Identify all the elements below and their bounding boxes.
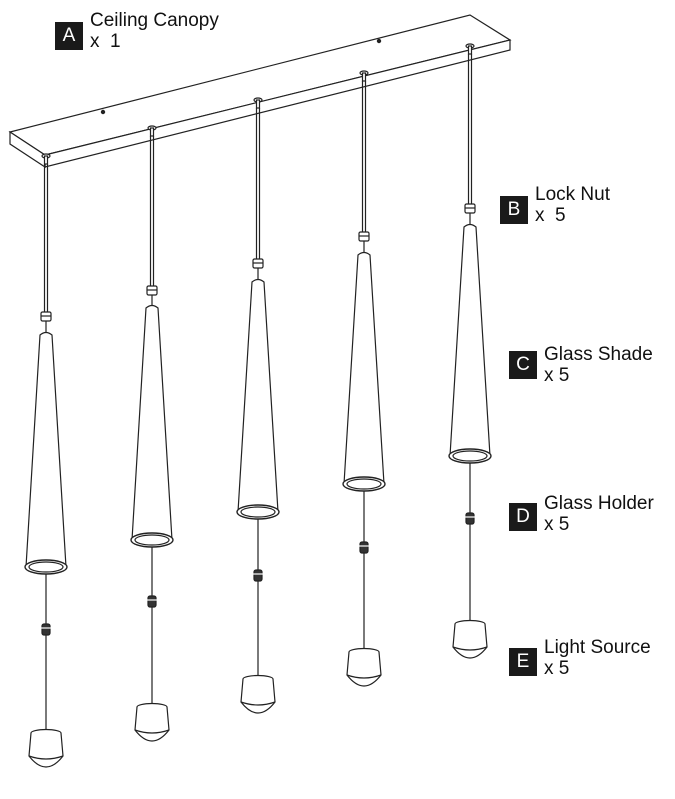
- light-source-seam: [346, 674, 382, 679]
- part-quantity: x 5: [535, 205, 566, 226]
- hook-stem: [43, 155, 49, 165]
- part-name: Light Source: [544, 637, 651, 658]
- pendant-2: [130, 125, 174, 742]
- glass-holder: [147, 595, 157, 608]
- ceiling-canopy: [8, 14, 512, 169]
- part-quantity: x 5: [544, 514, 570, 535]
- hook-stem: [255, 99, 261, 109]
- shade-rim-inner: [134, 534, 170, 546]
- pendant-4: [342, 70, 386, 687]
- glass-holder: [253, 569, 263, 582]
- shade-rim-inner: [452, 450, 488, 462]
- hook-stem: [149, 127, 155, 137]
- glass-shade: [131, 304, 173, 541]
- light-source-seam: [240, 701, 276, 706]
- part-quantity: x 1: [90, 31, 121, 52]
- shade-rim-inner: [240, 506, 276, 518]
- part-label-c: C Glass Shade x 5: [509, 344, 653, 386]
- glass-holder: [465, 512, 475, 525]
- hook-stem: [361, 72, 367, 82]
- part-quantity: x 5: [544, 658, 570, 679]
- glass-shade: [343, 251, 385, 485]
- glass-holder: [41, 623, 51, 636]
- part-letter-badge: E: [509, 648, 537, 676]
- light-source-seam: [134, 729, 170, 734]
- light-source-body: [240, 678, 276, 714]
- light-source-seam: [452, 646, 488, 651]
- light-source-body: [134, 706, 170, 742]
- part-name: Ceiling Canopy: [90, 10, 219, 31]
- glass-shade: [449, 223, 491, 457]
- glass-shade: [25, 331, 67, 568]
- part-label-b: B Lock Nut x 5: [500, 184, 610, 226]
- light-source-body: [28, 732, 64, 768]
- light-source-body: [346, 651, 382, 687]
- pendant-1: [24, 153, 68, 768]
- glass-holder: [359, 541, 369, 554]
- part-name: Glass Holder: [544, 493, 654, 514]
- hook-stem: [467, 45, 473, 55]
- part-letter-badge: C: [509, 351, 537, 379]
- pendant-3: [236, 97, 280, 714]
- part-letter-badge: B: [500, 196, 528, 224]
- part-letter-badge: A: [55, 22, 83, 50]
- part-label-a: A Ceiling Canopy x 1: [55, 10, 219, 52]
- part-letter-badge: D: [509, 503, 537, 531]
- light-source-seam: [28, 755, 64, 760]
- shade-rim-inner: [28, 561, 64, 573]
- part-label-e: E Light Source x 5: [509, 637, 651, 679]
- part-name: Glass Shade: [544, 344, 653, 365]
- part-label-d: D Glass Holder x 5: [509, 493, 654, 535]
- part-name: Lock Nut: [535, 184, 610, 205]
- glass-shade: [237, 278, 279, 513]
- shade-rim-inner: [346, 478, 382, 490]
- light-source-body: [452, 623, 488, 659]
- part-quantity: x 5: [544, 365, 570, 386]
- pendant-5: [448, 43, 492, 659]
